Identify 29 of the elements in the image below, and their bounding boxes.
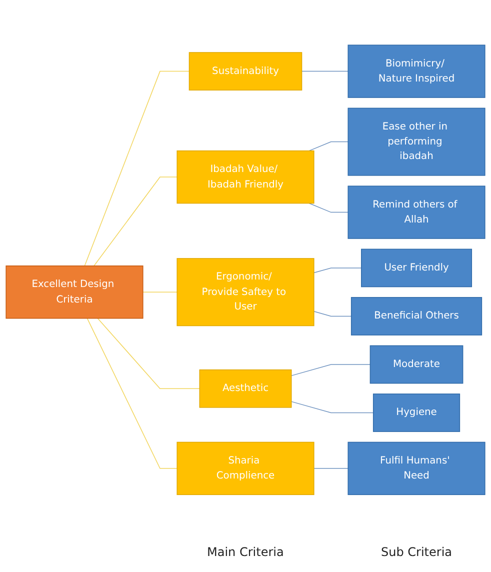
connector — [94, 176, 178, 266]
node-box: Fulfil Humans' Need — [348, 442, 486, 496]
connector — [142, 292, 178, 293]
node-box: Ergonomic/ Provide Saftey to User — [176, 258, 314, 326]
connector — [84, 71, 190, 266]
connector — [290, 401, 374, 414]
node-box: User Friendly — [361, 248, 472, 288]
connector — [314, 268, 362, 274]
node-box: Sharia Complience — [176, 442, 314, 496]
node-box: Aesthetic — [199, 370, 292, 408]
connector — [86, 318, 178, 469]
column-caption: Sub Criteria — [381, 545, 452, 559]
node-box: Beneficial Others — [350, 297, 482, 336]
node-box: Moderate — [370, 345, 464, 384]
connector — [314, 311, 352, 317]
connector — [308, 142, 348, 152]
connector — [301, 71, 348, 72]
column-caption: Main Criteria — [207, 545, 284, 559]
node-box: Remind others of Allah — [348, 186, 486, 240]
node-box: Excellent Design Criteria — [6, 266, 144, 319]
node-box: Hygiene — [372, 394, 460, 432]
connector — [290, 364, 371, 376]
node-box: Biomimicry/ Nature Inspired — [348, 44, 486, 98]
connector — [314, 468, 348, 469]
node-box: Ease other in performing ibadah — [348, 108, 486, 176]
connector — [97, 318, 200, 390]
connector — [308, 203, 348, 213]
node-box: Sustainability — [188, 52, 302, 91]
node-box: Ibadah Value/ Ibadah Friendly — [176, 150, 314, 204]
